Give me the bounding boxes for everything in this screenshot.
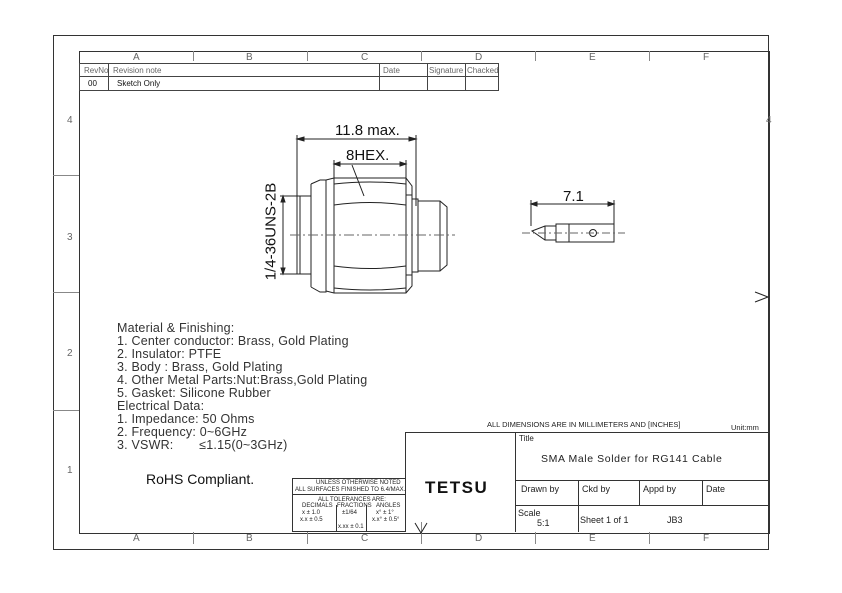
overall-length-label: 11.8 max. bbox=[335, 122, 400, 139]
arrowhead bbox=[280, 267, 286, 276]
scale-label: Scale bbox=[518, 508, 541, 518]
zone-row-1-left: 1 bbox=[67, 465, 73, 476]
electrical-heading: Electrical Data: bbox=[117, 399, 205, 413]
zone-tick bbox=[421, 51, 422, 61]
arrowhead bbox=[399, 161, 408, 167]
zone-col-d-bottom: D bbox=[475, 533, 483, 544]
drawn-by-label: Drawn by bbox=[521, 484, 560, 494]
zone-tick bbox=[649, 51, 650, 61]
electrical-item: 1. Impedance: 50 Ohms bbox=[117, 412, 255, 426]
zone-tick bbox=[307, 51, 308, 61]
material-item: 3. Body : Brass, Gold Plating bbox=[117, 360, 283, 374]
sheet-number: Sheet 1 of 1 bbox=[580, 515, 629, 525]
arrowhead bbox=[529, 201, 538, 207]
tolerance-unless-noted: UNLESS OTHERWISE NOTED bbox=[316, 480, 401, 486]
ferrule-body bbox=[418, 200, 448, 272]
zone-tick bbox=[53, 175, 79, 176]
zone-row-3-left: 3 bbox=[67, 232, 73, 243]
zone-row-2-left: 2 bbox=[67, 348, 73, 359]
rev-header-date: Date bbox=[383, 66, 400, 75]
material-item: 4. Other Metal Parts:Nut:Brass,Gold Plat… bbox=[117, 373, 368, 387]
date-label: Date bbox=[706, 484, 726, 494]
tolerance-surface-finish: ALL SURFACES FINISHED TO 6.4/MAX. bbox=[295, 487, 406, 493]
material-heading: Material & Finishing: bbox=[117, 321, 235, 335]
hex-size-label: 8HEX. bbox=[346, 147, 390, 164]
zone-tick bbox=[307, 532, 308, 544]
tolerance-decimal-2: x.x ± 0.5 bbox=[300, 517, 323, 523]
arrowhead bbox=[408, 136, 418, 142]
tolerance-decimal-1: x ± 1.0 bbox=[302, 510, 320, 516]
tolerance-fraction-1: ±1/64 bbox=[342, 510, 357, 516]
zone-tick bbox=[53, 410, 79, 411]
approved-by-value: JB3 bbox=[667, 515, 683, 525]
electrical-item: 3. VSWR: ≤1.15(0~3GHz) bbox=[117, 438, 288, 452]
hex-body bbox=[325, 177, 413, 294]
zone-col-f-bottom: F bbox=[703, 533, 710, 544]
rev-row-note: Sketch Only bbox=[117, 79, 161, 88]
zone-col-b-top: B bbox=[246, 52, 253, 63]
unit-label: Unit:mm bbox=[731, 423, 759, 432]
tolerance-angles-label: ANGLES bbox=[376, 503, 401, 509]
zone-col-c-top: C bbox=[361, 52, 369, 63]
material-item: 2. Insulator: PTFE bbox=[117, 347, 222, 361]
tolerance-fractions-label: FRACTIONS bbox=[337, 503, 372, 509]
specification-notes: Material & Finishing: 1. Center conducto… bbox=[117, 322, 367, 452]
material-item: 1. Center conductor: Brass, Gold Plating bbox=[117, 334, 349, 348]
rev-row-revno: 00 bbox=[88, 79, 97, 88]
zone-col-a-top: A bbox=[133, 52, 140, 63]
zone-col-a-bottom: A bbox=[133, 533, 140, 544]
rohs-note: RoHS Compliant. bbox=[146, 471, 255, 487]
title-label: Title bbox=[519, 434, 534, 443]
scale-value: 5:1 bbox=[537, 518, 550, 528]
zone-tick bbox=[535, 532, 536, 544]
tolerance-heading: ALL TOLERANCES ARE: bbox=[318, 497, 386, 503]
approved-by-label: Appd by bbox=[643, 484, 677, 494]
revision-table: RevNo Revision note Date Signature Chack… bbox=[79, 63, 499, 91]
zone-col-e-bottom: E bbox=[589, 533, 596, 544]
rev-header-checked: Chacked bbox=[467, 66, 499, 75]
electrical-item: 2. Frequency: 0~6GHz bbox=[117, 425, 248, 439]
tolerance-fraction-2: x.xx ± 0.1 bbox=[338, 524, 364, 530]
tolerance-decimals-label: DECIMALS bbox=[302, 503, 333, 509]
checked-by-label: Ckd by bbox=[582, 484, 611, 494]
tolerance-angle-2: x.x° ± 0.5° bbox=[372, 517, 400, 523]
arrowhead bbox=[295, 136, 305, 142]
rev-header-signature: Signature bbox=[429, 66, 464, 75]
drawing-title: SMA Male Solder for RG141 Cable bbox=[541, 453, 723, 465]
arrowhead bbox=[607, 201, 616, 207]
drawing-inner-border bbox=[79, 51, 770, 534]
zone-col-f-top: F bbox=[703, 52, 710, 63]
zone-col-d-top: D bbox=[475, 52, 483, 63]
bottom-centering-marker bbox=[414, 522, 428, 534]
rev-header-note: Revision note bbox=[113, 66, 162, 75]
zone-row-4-right: 4 bbox=[766, 115, 772, 126]
zone-col-b-bottom: B bbox=[246, 533, 253, 544]
zone-tick bbox=[53, 292, 79, 293]
rev-header-revno: RevNo bbox=[84, 66, 109, 75]
zone-col-c-bottom: C bbox=[361, 533, 369, 544]
pin-length-label: 7.1 bbox=[563, 188, 584, 205]
zone-col-e-top: E bbox=[589, 52, 596, 63]
zone-tick bbox=[649, 532, 650, 544]
material-item: 5. Gasket: Silicone Rubber bbox=[117, 386, 271, 400]
centering-arrow-marker bbox=[754, 291, 770, 303]
units-note: ALL DIMENSIONS ARE IN MILLIMETERS AND [I… bbox=[487, 420, 681, 429]
revision-table-grid bbox=[79, 63, 499, 91]
zone-tick bbox=[193, 532, 194, 544]
leader-line bbox=[351, 164, 365, 197]
zone-row-4-left: 4 bbox=[67, 115, 73, 126]
zone-tick bbox=[535, 51, 536, 61]
zone-tick bbox=[193, 51, 194, 61]
company-logo-text: TETSU bbox=[425, 478, 489, 497]
tolerance-angle-1: x° ± 1° bbox=[376, 510, 394, 516]
arrowhead bbox=[280, 194, 286, 203]
arrowhead bbox=[332, 161, 341, 167]
